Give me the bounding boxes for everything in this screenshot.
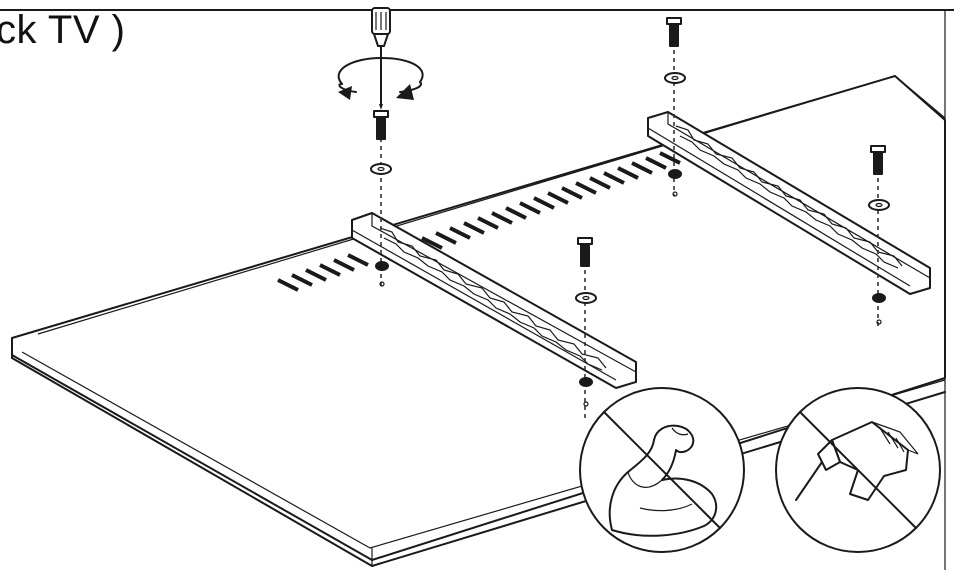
screw <box>373 110 389 140</box>
washer <box>664 72 686 84</box>
screw-shaft <box>580 243 590 267</box>
step-heading: ck TV ) <box>0 8 126 52</box>
screwdriver-icon <box>371 7 391 110</box>
washer <box>868 199 890 211</box>
screw-shaft <box>669 23 679 47</box>
insert-nut <box>668 169 682 179</box>
insert-nut <box>579 377 593 387</box>
rotate-arrows-icon <box>337 57 424 100</box>
screw-assembly-right-top <box>664 17 686 197</box>
tv-rear-edge <box>37 75 896 335</box>
no-force-arm-icon <box>579 387 745 553</box>
screw-assembly-left-bottom <box>575 237 597 418</box>
left-mounting-bracket <box>351 212 637 389</box>
screw-shaft <box>873 151 883 175</box>
washer <box>370 163 392 175</box>
no-power-drill-icon <box>775 387 941 553</box>
insert-nut <box>872 293 886 303</box>
washer <box>575 292 597 304</box>
vent-slots-middle <box>421 144 713 250</box>
tv-bezel-inner <box>21 351 946 549</box>
insert-nut <box>375 261 389 271</box>
screw-assembly-right-bottom <box>868 145 890 326</box>
screw-assembly-left-top <box>370 110 392 290</box>
tv-rear-side <box>894 75 946 119</box>
vent-slots-left <box>277 253 369 292</box>
right-mounting-bracket <box>647 111 931 295</box>
